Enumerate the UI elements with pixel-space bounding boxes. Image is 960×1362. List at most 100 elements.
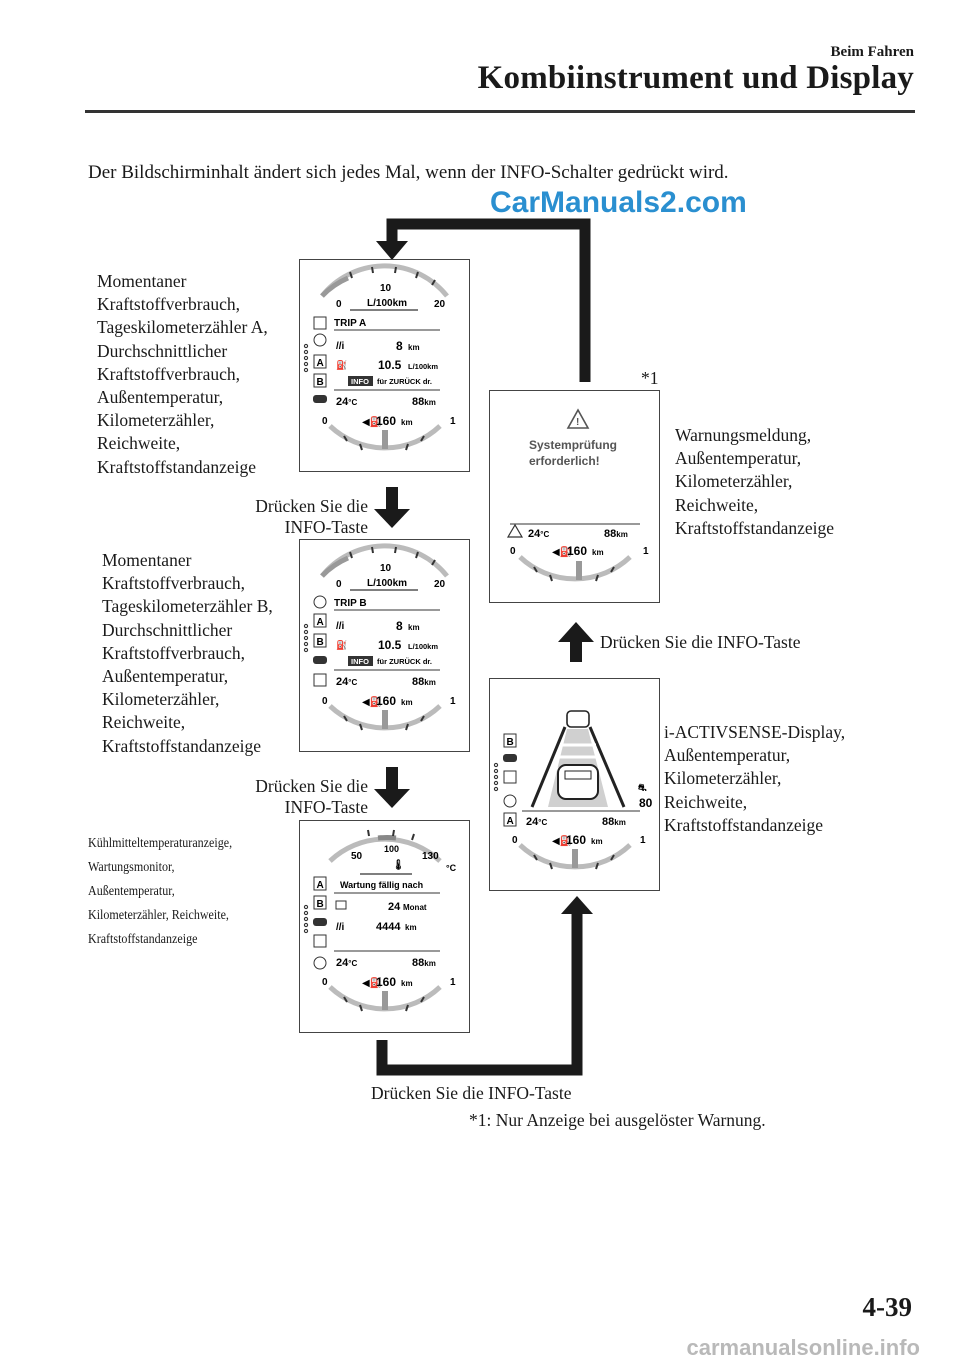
- warning-line-2: erforderlich!: [529, 454, 600, 468]
- svg-text:0: 0: [336, 579, 342, 590]
- svg-text:B: B: [317, 899, 324, 910]
- svg-text:0: 0: [510, 546, 516, 557]
- svg-text:160: 160: [567, 544, 587, 558]
- screen-activsense: B A ⛐ 80 24°C 88km 0 1 ◀⛽ 160 km: [489, 678, 660, 891]
- trip-label: TRIP A: [334, 318, 366, 329]
- svg-text:88km: 88km: [604, 528, 628, 540]
- svg-text:0: 0: [322, 977, 328, 988]
- arrow-down-3-shaft: [386, 767, 398, 791]
- svg-text:1: 1: [450, 416, 456, 427]
- svg-text:A: A: [507, 816, 514, 827]
- fuel-pump-icon: [313, 316, 327, 330]
- svg-text:B: B: [317, 637, 324, 648]
- svg-text:◀⛽: ◀⛽: [362, 415, 382, 428]
- svg-text:1: 1: [640, 835, 646, 846]
- svg-text:88km: 88km: [412, 676, 436, 688]
- svg-text:24°C: 24°C: [336, 957, 357, 969]
- svg-text:L/100km: L/100km: [367, 578, 407, 589]
- svg-text:1: 1: [643, 546, 649, 557]
- gauge-min: 0: [336, 299, 342, 310]
- coolant-mid: 100: [384, 844, 399, 854]
- svg-text:°C: °C: [446, 863, 457, 873]
- page-number: 4-39: [862, 1292, 913, 1322]
- screen-coolant: 50 100 130 🌡 °C A B Wartung fällig nach …: [299, 820, 470, 1033]
- trip-label: TRIP B: [334, 598, 367, 609]
- footer-watermark: carmanualsonline.info: [686, 1335, 921, 1360]
- svg-text:Monat: Monat: [403, 903, 427, 912]
- svg-text:0: 0: [322, 416, 328, 427]
- avg-unit: L/100km: [408, 362, 438, 371]
- svg-text:24°C: 24°C: [336, 676, 357, 688]
- svg-text:km: km: [592, 548, 604, 557]
- warning-small-icon: [506, 523, 524, 538]
- page-title: Kombiinstrument und Display: [477, 60, 914, 96]
- caption-coolant: Kühlmitteltemperaturanzeige,Wartungsmoni…: [88, 836, 233, 947]
- svg-text:für ZURÜCK dr.: für ZURÜCK dr.: [377, 657, 432, 666]
- svg-text:km: km: [401, 698, 413, 707]
- svg-text:INFO: INFO: [351, 657, 369, 666]
- svg-text:24°C: 24°C: [528, 528, 549, 540]
- gauge-mid: 10: [380, 283, 392, 294]
- svg-text:1: 1: [450, 696, 456, 707]
- avg-value: 10.5: [378, 358, 402, 372]
- header-rule: [85, 110, 915, 113]
- car-icon: [503, 754, 517, 762]
- fuel-pump-icon: [313, 673, 327, 687]
- svg-text:km: km: [591, 837, 603, 846]
- svg-text:⛽: ⛽: [336, 359, 347, 370]
- own-vehicle-icon: [557, 764, 599, 800]
- svg-text://i: //i: [336, 341, 345, 352]
- svg-text:km: km: [401, 418, 413, 427]
- maintenance-title: Wartung fällig nach: [340, 880, 423, 890]
- warning-footnote-marker: *1: [641, 368, 659, 388]
- connector-coolant-to-activsense: [376, 912, 583, 1076]
- svg-text:km: km: [405, 923, 417, 932]
- svg-text:A: A: [317, 880, 324, 891]
- steering-icon: [313, 956, 327, 970]
- gauge-unit: L/100km: [367, 298, 407, 309]
- svg-text:◀⛽: ◀⛽: [552, 545, 572, 558]
- coolant-high: 130: [422, 851, 439, 862]
- car-icon: [313, 918, 327, 926]
- arrow-up-2: [558, 622, 594, 642]
- section-title: Beim Fahren: [830, 44, 914, 60]
- steering-icon: [313, 333, 327, 347]
- car-icon: [313, 395, 327, 403]
- svg-text:160: 160: [376, 975, 396, 989]
- arrow-up-2-shaft: [570, 640, 582, 662]
- arrow-down-2-shaft: [386, 487, 398, 511]
- caption-activsense: i-ACTIVSENSE-Display,Außentemperatur,Kil…: [664, 722, 846, 835]
- arrow-down-2: [374, 509, 410, 528]
- caption-warning: Warnungsmeldung,Außentemperatur,Kilomete…: [675, 425, 835, 538]
- svg-text:B: B: [507, 737, 514, 748]
- lane-line-right: [588, 726, 626, 808]
- svg-text://i: //i: [336, 621, 345, 632]
- lead-vehicle-icon: [566, 710, 590, 728]
- info-button-label: INFO: [351, 377, 369, 386]
- range-value: 160: [376, 414, 396, 428]
- svg-text:⛽: ⛽: [336, 639, 347, 650]
- letter-a-icon: A: [317, 358, 324, 369]
- svg-text:20: 20: [434, 579, 446, 590]
- svg-text:◀⛽: ◀⛽: [552, 834, 572, 847]
- svg-text:88km: 88km: [412, 957, 436, 969]
- trip-unit: km: [408, 343, 420, 352]
- svg-text:88km: 88km: [412, 396, 436, 408]
- watermark: CarManuals2.com: [490, 186, 747, 219]
- gauge-max: 20: [434, 299, 446, 310]
- calendar-icon: [335, 900, 347, 910]
- svg-text:88km: 88km: [602, 816, 626, 828]
- fuel-pump-icon: [503, 770, 517, 784]
- connector-warning-to-trip-a: [386, 218, 591, 382]
- svg-text:km: km: [401, 979, 413, 988]
- svg-text:L/100km: L/100km: [408, 642, 438, 651]
- svg-text:km: km: [408, 623, 420, 632]
- svg-text:0: 0: [512, 835, 518, 846]
- svg-text:160: 160: [376, 694, 396, 708]
- svg-text:!: !: [576, 417, 579, 428]
